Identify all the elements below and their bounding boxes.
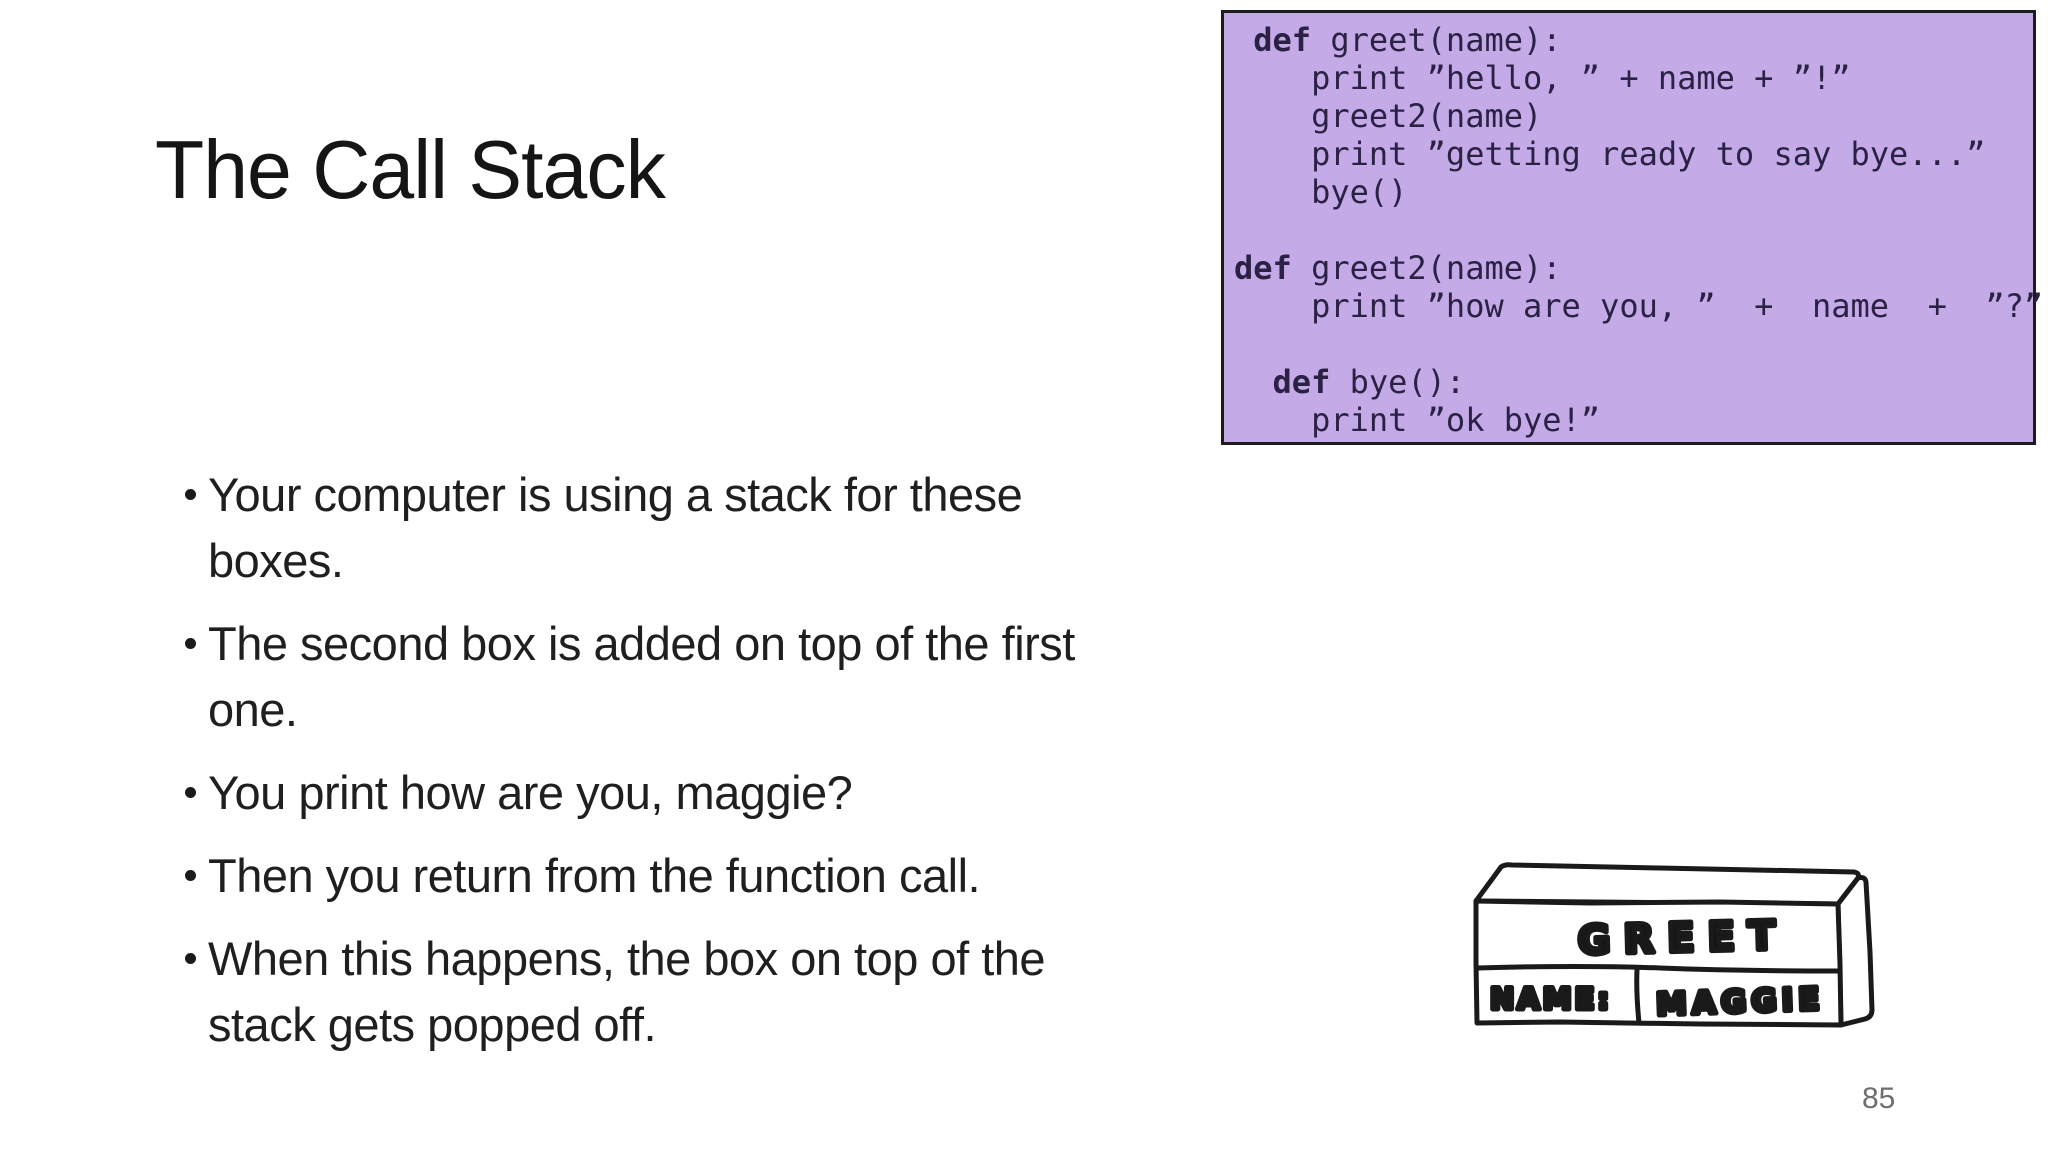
code-line: def greet2(name): [1234,249,1562,287]
page-number: 85 [1862,1082,1896,1115]
box-front [1473,898,1844,1028]
bullet-dot [185,638,196,649]
box-lid [1473,862,1861,907]
page-title: The Call Stack [155,123,666,216]
code-line [1234,211,2033,249]
code-line: bye() [1234,173,1408,211]
code-block: def greet(name): print ”hello, ” + name … [1224,13,2044,439]
box-top-label: GREET [1577,913,1789,964]
bullet-item: You print how are you, maggie? [185,760,1365,826]
bullet-line: stack gets popped off. [208,998,657,1051]
bullet-dot [185,489,196,500]
bullet-item: Your computer is using a stack for these… [185,462,1365,594]
code-panel: def greet(name): print ”hello, ” + name … [1221,10,2044,445]
code-line: print ”ok bye!” [1234,401,1601,439]
bullet-line: Your computer is using a stack for these [208,468,1023,521]
bullet-item: Then you return from the function call. [185,843,1365,909]
bullet-line: boxes. [208,534,344,587]
bullet-dot [185,953,196,964]
bullet-list: Your computer is using a stack for these… [185,462,1365,1075]
bullet-dot [185,787,196,798]
code-line: print ”hello, ” + name + ”!” [1234,59,1851,97]
bullet-line: one. [208,683,298,736]
code-line: greet2(name) [1234,97,1543,135]
code-line: print ”how are you, ” + name + ”?” [1234,287,2044,325]
box-field-label: NAME: [1490,982,1612,1016]
box-field-divider [1634,967,1642,1026]
bullet-dot [185,870,196,881]
code-line [1234,325,2033,363]
stack-box-illustration: GREET NAME: MAGGIE [1473,862,1875,1028]
code-line: def greet(name): [1253,21,1562,59]
bullet-item: The second box is added on top of the fi… [185,611,1365,743]
box-row-divider [1474,964,1841,974]
bullet-line: The second box is added on top of the fi… [208,617,1075,670]
box-field-value: MAGGIE [1655,981,1825,1023]
code-line: def bye(): [1272,363,1466,401]
bullet-line: You print how are you, maggie? [208,766,853,819]
bullet-line: When this happens, the box on top of the [208,932,1046,985]
code-line: print ”getting ready to say bye...” [1234,135,1986,173]
box-side [1835,875,1875,1028]
bullet-line: Then you return from the function call. [208,849,981,902]
bullet-item: When this happens, the box on top of the… [185,926,1365,1058]
